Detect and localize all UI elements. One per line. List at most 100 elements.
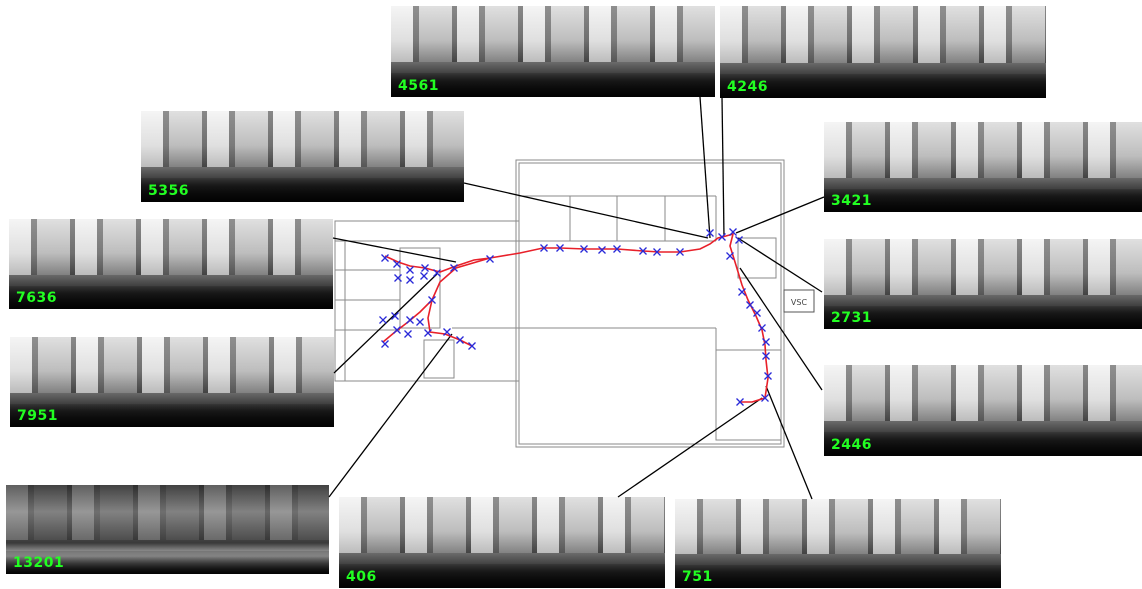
panorama-scene [824, 122, 1142, 178]
frame-number-label: 13201 [13, 555, 65, 571]
marker-stroke [393, 260, 401, 268]
panorama-scene [10, 337, 334, 393]
trajectory-marker [762, 352, 770, 360]
marker-stroke [428, 296, 436, 304]
trajectory-marker [421, 264, 429, 272]
connector-line [328, 333, 453, 498]
marker-stroke [761, 394, 769, 402]
trajectory-marker [735, 236, 743, 244]
trajectory-marker [613, 245, 621, 253]
panorama-thumbnail: 751 [675, 499, 1001, 588]
connector-line [699, 96, 711, 239]
trajectory-marker [404, 330, 412, 338]
stairwell [737, 237, 777, 279]
trajectory-marker [540, 244, 548, 252]
frame-number-label: 4246 [727, 79, 768, 95]
marker-stroke [433, 269, 441, 277]
trajectory-marker [456, 336, 464, 344]
panorama-floor [391, 73, 715, 97]
marker-stroke [639, 247, 647, 255]
trajectory-marker [758, 324, 766, 332]
panorama-thumbnail: 5356 [141, 111, 464, 202]
panorama-floor [339, 564, 665, 588]
trajectory-marker [428, 296, 436, 304]
trajectory-marker [468, 342, 476, 350]
trajectory-marker [718, 233, 726, 241]
panorama-scene [6, 485, 329, 541]
trajectory-marker [761, 394, 769, 402]
trajectory-marker [486, 255, 494, 263]
marker-stroke [486, 255, 494, 263]
marker-stroke [404, 330, 412, 338]
panorama-floor [675, 564, 1001, 588]
panorama-thumbnail: 4561 [391, 6, 715, 97]
marker-stroke [394, 274, 402, 282]
trajectory-marker [379, 316, 387, 324]
connector-line [765, 385, 813, 500]
trajectory-marker [420, 272, 428, 280]
connector-line [737, 237, 823, 293]
marker-stroke [762, 352, 770, 360]
connector-line [739, 267, 823, 391]
connector-line [332, 237, 457, 263]
marker-stroke [406, 276, 414, 284]
panorama-floor [720, 74, 1046, 98]
marker-stroke [746, 301, 754, 309]
stairwell [423, 339, 455, 379]
connector-line [721, 96, 725, 238]
room-wall [715, 349, 782, 441]
panorama-floor [10, 403, 334, 427]
frame-number-label: 2731 [831, 310, 872, 326]
marker-stroke [406, 316, 414, 324]
panorama-floor [9, 285, 333, 309]
panorama-thumbnail: 2446 [824, 365, 1142, 456]
trajectory-marker [406, 276, 414, 284]
panorama-scene [720, 6, 1046, 64]
trajectory-marker [394, 274, 402, 282]
trajectory-marker [416, 318, 424, 326]
connector-line [617, 397, 763, 498]
marker-stroke [393, 326, 401, 334]
marker-stroke [381, 340, 389, 348]
trajectory-marker [406, 316, 414, 324]
trajectory-marker [736, 398, 744, 406]
marker-stroke [450, 264, 458, 272]
frame-number-label: 2446 [831, 437, 872, 453]
panorama-scene [391, 6, 715, 63]
marker-stroke [456, 336, 464, 344]
panorama-floor [6, 550, 329, 574]
marker-stroke [736, 398, 744, 406]
panorama-thumbnail: 406 [339, 497, 665, 588]
connector-lines [328, 96, 825, 500]
panorama-thumbnail: 7951 [10, 337, 334, 427]
marker-stroke [406, 266, 414, 274]
marker-stroke [420, 272, 428, 280]
trajectory-marker [433, 269, 441, 277]
panorama-thumbnail: 7636 [9, 219, 333, 309]
frame-number-label: 5356 [148, 183, 189, 199]
marker-stroke [676, 248, 684, 256]
panorama-thumbnail: 13201 [6, 485, 329, 574]
trajectory-marker [580, 245, 588, 253]
trajectory-marker [729, 228, 737, 236]
trajectory-marker [393, 326, 401, 334]
marker-stroke [556, 244, 564, 252]
marker-stroke [580, 245, 588, 253]
marker-stroke [738, 288, 746, 296]
frame-number-label: 4561 [398, 78, 439, 94]
trajectory-marker [393, 260, 401, 268]
panorama-thumbnail: 3421 [824, 122, 1142, 212]
panorama-floor [824, 432, 1142, 456]
trajectory-marker [639, 247, 647, 255]
marker-stroke [762, 338, 770, 346]
trajectory-marker [653, 248, 661, 256]
panorama-scene [339, 497, 665, 554]
trajectory-marker [753, 309, 761, 317]
trajectory-marker [706, 229, 714, 237]
panorama-thumbnail: 4246 [720, 6, 1046, 98]
marker-stroke [735, 236, 743, 244]
trajectory-markers [379, 228, 772, 406]
marker-stroke [764, 372, 772, 380]
